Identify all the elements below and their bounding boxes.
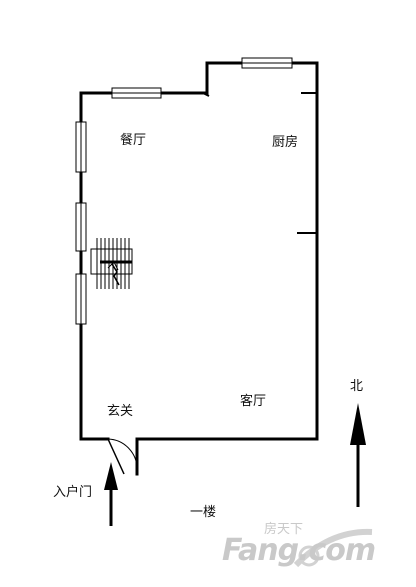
entrance-arrow [104, 462, 118, 526]
column-stub [202, 92, 210, 97]
north-label: 北 [350, 379, 364, 394]
north-arrow [350, 403, 366, 507]
room-label-living: 客厅 [240, 394, 267, 409]
partitions [202, 92, 317, 234]
room-label-dining: 餐厅 [120, 133, 147, 148]
watermark-tagline: 房天下 [264, 522, 304, 537]
floor-label: 一楼 [190, 505, 217, 520]
stair-break [111, 263, 120, 286]
room-label-kitchen: 厨房 [272, 135, 299, 150]
watermark-brand: Fang.com [222, 533, 376, 568]
entrance-label: 入户门 [53, 485, 93, 500]
windows [75, 57, 293, 325]
entrance-door [107, 438, 138, 475]
watermark-logo [293, 528, 373, 568]
staircase [90, 238, 133, 289]
room-label-foyer: 玄关 [107, 404, 134, 419]
